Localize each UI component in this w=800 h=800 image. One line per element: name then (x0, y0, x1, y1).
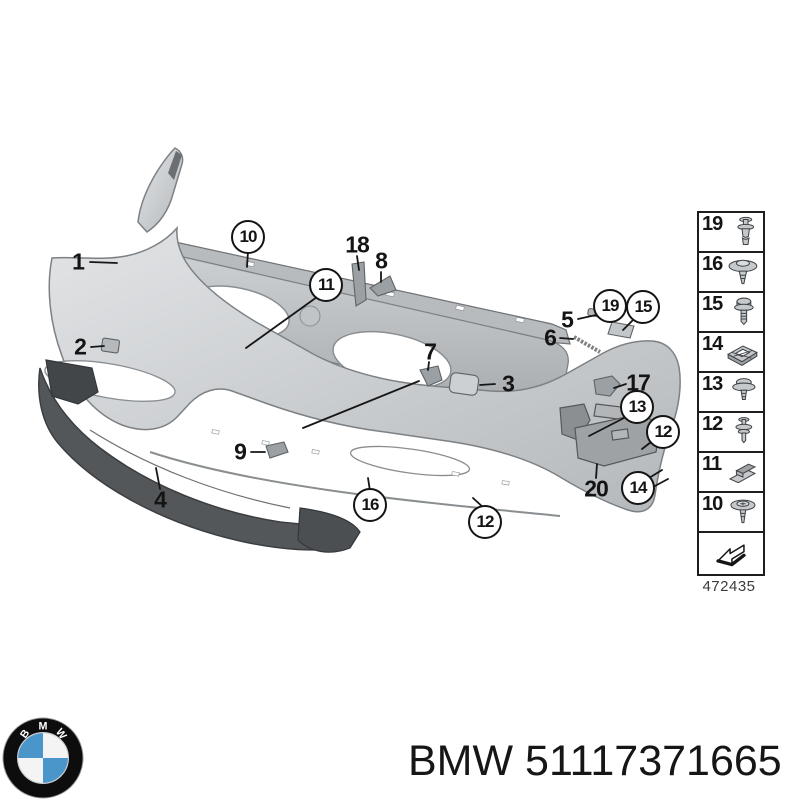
legend-row-16: 16 (699, 253, 763, 293)
callout-20: 20 (584, 475, 609, 502)
cage-nut-icon (727, 345, 758, 367)
callout-11: 11 (309, 268, 343, 302)
lower-spoiler-part (38, 359, 361, 553)
callout-19: 19 (593, 289, 627, 323)
fastener-legend-table: 19 16 15 (697, 211, 765, 576)
expanding-rivet-icon (737, 216, 755, 246)
callout-10: 10 (231, 220, 265, 254)
pad-part-15-target (607, 321, 635, 339)
legend-row-13: 13 (699, 373, 763, 413)
legend-row-14: 14 (699, 333, 763, 373)
dome-screw-icon (730, 499, 756, 524)
legend-row-arrow (699, 533, 763, 574)
callout-18: 18 (345, 231, 370, 258)
rivet-icon (735, 417, 753, 444)
legend-row-11: 11 (699, 453, 763, 493)
callout-2: 2 (74, 333, 87, 360)
legend-label-14: 14 (702, 333, 723, 355)
bumper-upper-horn (137, 147, 184, 233)
bottom-trim-edge (149, 451, 561, 517)
bracket-part-7 (419, 365, 443, 387)
cover-pad-part-3 (448, 372, 480, 396)
legend-row-10: 10 (699, 493, 763, 533)
callout-4: 4 (154, 486, 167, 513)
bmw-logo: B M W (2, 717, 84, 799)
bracket-part-9 (265, 441, 289, 459)
callout-8: 8 (375, 247, 388, 274)
clip-part-17 (593, 375, 621, 397)
legend-row-15: 15 (699, 293, 763, 333)
callout-5: 5 (561, 306, 574, 333)
callout-12-right: 12 (646, 415, 680, 449)
rod-part-6 (573, 335, 601, 354)
lower-intake-slot (349, 445, 471, 477)
diagram-number: 472435 (702, 578, 756, 595)
legend-label-15: 15 (702, 293, 723, 315)
sheet-metal-clip-icon (728, 463, 757, 484)
bracket-part-18 (351, 261, 367, 307)
legend-label-16: 16 (702, 253, 723, 275)
legend-row-12: 12 (699, 413, 763, 453)
legend-label-12: 12 (702, 413, 723, 435)
washer-cover-part-2 (100, 337, 121, 354)
legend-label-10: 10 (702, 493, 723, 515)
direction-arrow-icon (716, 544, 746, 567)
leader-lines (89, 250, 669, 510)
callout-13: 13 (620, 390, 654, 424)
sensor-tabs (211, 429, 510, 486)
callout-16: 16 (353, 488, 387, 522)
legend-label-13: 13 (702, 373, 723, 395)
logo-letter-m: M (39, 721, 48, 733)
callout-12-bottom: 12 (468, 505, 502, 539)
legend-label-19: 19 (702, 213, 723, 235)
callout-6: 6 (544, 324, 557, 351)
callout-15: 15 (626, 290, 660, 324)
hex-bolt-icon (734, 297, 754, 326)
callout-9: 9 (234, 438, 247, 465)
dome-plug-icon (728, 259, 758, 285)
legend-label-11: 11 (702, 453, 722, 475)
part-number-text: BMW 51117371665 (408, 737, 782, 785)
callout-3: 3 (502, 370, 515, 397)
callout-7: 7 (424, 338, 437, 365)
legend-row-19: 19 (699, 213, 763, 253)
callout-14: 14 (621, 471, 655, 505)
bracket-part-8 (369, 275, 397, 297)
callout-1: 1 (72, 248, 85, 275)
emblem-recess (299, 305, 321, 327)
washer-screw-icon (732, 378, 756, 400)
